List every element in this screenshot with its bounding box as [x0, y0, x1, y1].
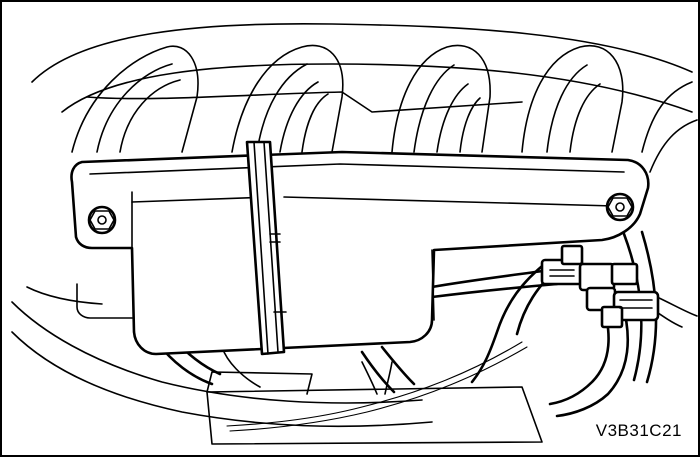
canister-housing	[70, 140, 650, 356]
bolt-left	[87, 205, 117, 235]
figure-code-label: V3B31C21	[595, 421, 682, 440]
hoses-and-wiring	[155, 230, 698, 432]
intake-manifold-runners	[31, 22, 698, 173]
bolt-right	[605, 192, 635, 222]
engine-block-lower	[11, 283, 543, 445]
